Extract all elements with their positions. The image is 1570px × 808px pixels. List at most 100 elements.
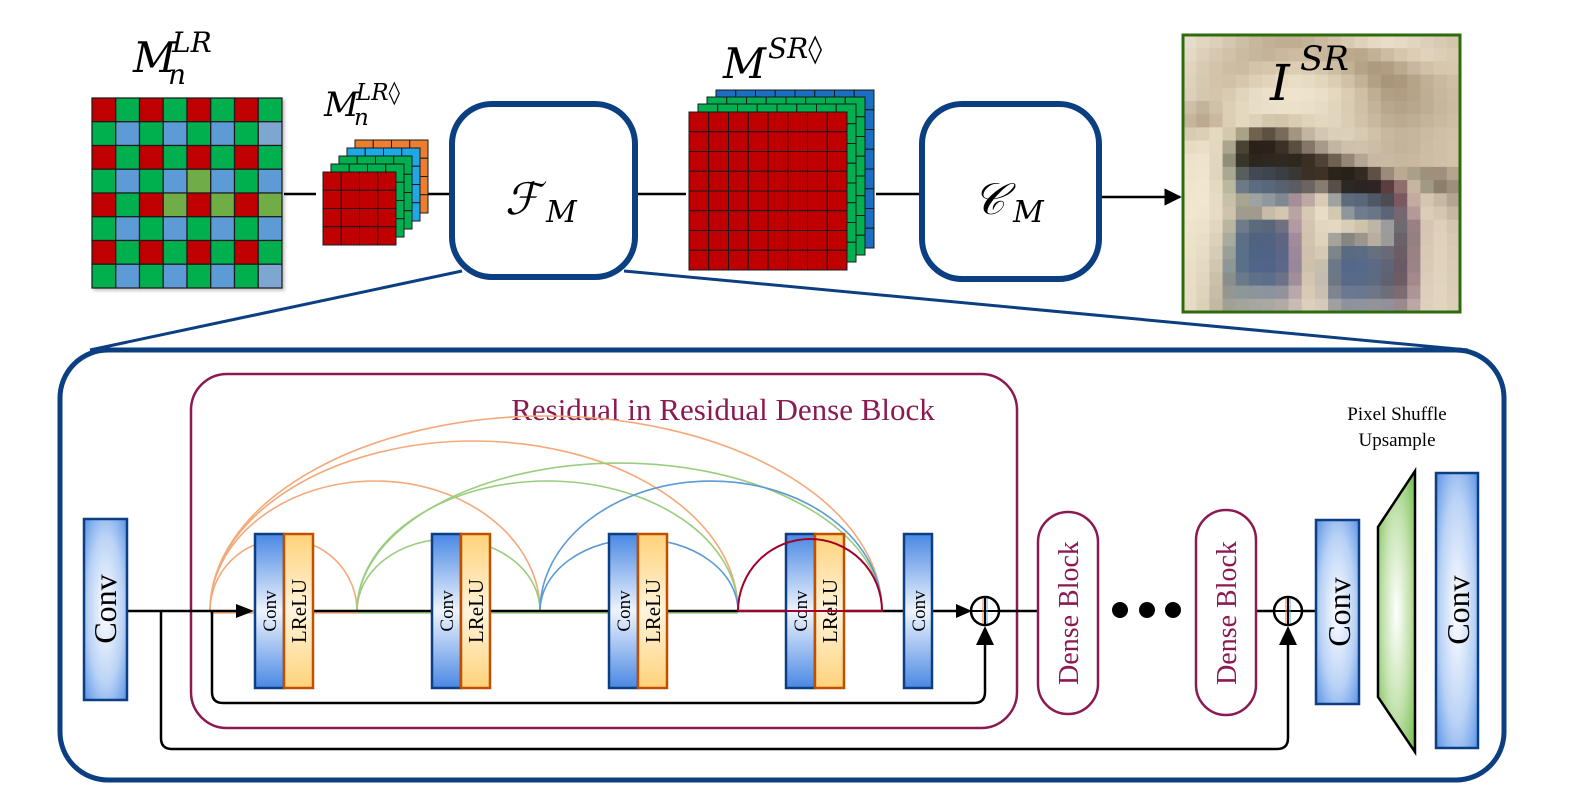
output-pixel	[1275, 166, 1290, 181]
output-pixel	[1301, 193, 1316, 208]
bayer-cell	[162, 216, 188, 242]
dense-block-1[interactable]: Dense Block	[1036, 510, 1100, 716]
output-pixel	[1275, 180, 1290, 194]
label-main: M	[323, 85, 360, 125]
stack-cell	[340, 189, 360, 209]
output-pixel	[1222, 206, 1237, 221]
output-pixel	[1301, 206, 1316, 221]
output-pixel	[1183, 140, 1197, 155]
output-pixel	[1367, 48, 1382, 62]
bayer-cell	[162, 239, 188, 265]
output-pixel	[1183, 87, 1197, 102]
bayer-cell	[257, 216, 283, 242]
ellipsis-dots	[1112, 602, 1181, 618]
output-pixel	[1433, 48, 1448, 62]
color-module-cm[interactable]: 𝒞 M	[919, 101, 1102, 282]
output-pixel	[1222, 219, 1237, 234]
output-label-main: I	[1269, 54, 1291, 112]
output-pixel	[1209, 285, 1224, 300]
output-pixel	[1314, 100, 1329, 115]
dense-layer-3[interactable]: Conv LReLU	[607, 532, 669, 690]
rrdb-last-conv-label: Conv	[909, 590, 930, 632]
output-pixel	[1420, 193, 1435, 208]
bayer-mosaic-grid	[91, 97, 283, 289]
output-pixel	[1262, 74, 1276, 89]
first-conv-block[interactable]: Conv	[82, 517, 129, 702]
stack-cell	[708, 151, 729, 172]
dense-connection-arc	[209, 415, 883, 612]
output-pixel	[1183, 74, 1197, 89]
output-pixel	[1341, 272, 1356, 287]
stack-cell	[728, 170, 749, 192]
dense-layer-2[interactable]: Conv LReLU	[430, 532, 492, 690]
stack-cell	[747, 210, 769, 231]
output-pixel	[1183, 259, 1197, 274]
output-pixel	[1301, 114, 1316, 128]
dense-layer-1[interactable]: Conv LReLU	[253, 532, 315, 690]
output-pixel	[1394, 219, 1408, 234]
output-pixel	[1354, 285, 1369, 300]
stack-cell	[708, 170, 729, 192]
output-pixel	[1380, 246, 1395, 260]
output-pixel	[1433, 74, 1448, 89]
dense-block-2[interactable]: Dense Block	[1194, 508, 1258, 717]
bayer-cell	[210, 121, 236, 147]
stack-cell	[767, 151, 789, 172]
bayer-cell	[115, 97, 141, 123]
output-pixel	[1314, 166, 1329, 181]
output-pixel	[1446, 259, 1461, 274]
output-pixel	[1394, 153, 1408, 168]
output-pixel	[1328, 166, 1342, 181]
bayer-cell	[91, 263, 117, 289]
output-pixel	[1354, 74, 1369, 89]
output-pixel	[1248, 74, 1263, 89]
output-pixel	[1380, 140, 1395, 155]
rrdb-last-conv[interactable]: Conv	[902, 532, 934, 690]
post-conv-block[interactable]: Conv	[1314, 518, 1361, 706]
output-pixel	[1248, 100, 1263, 115]
stack-cell	[826, 249, 848, 271]
output-pixel	[1275, 61, 1290, 76]
sr-mosaic-stack	[688, 89, 875, 271]
output-pixel	[1235, 35, 1250, 49]
bayer-cell	[233, 239, 259, 265]
network-detail-frame	[57, 347, 1507, 783]
bayer-cell	[257, 144, 283, 170]
output-pixel	[1407, 48, 1422, 62]
output-pixel	[1341, 259, 1356, 274]
stack-cell	[807, 131, 828, 152]
stack-cell	[826, 131, 848, 152]
feature-module-fm[interactable]: ℱ M	[449, 101, 638, 280]
output-pixel	[1433, 285, 1448, 300]
output-pixel	[1288, 114, 1303, 128]
final-conv-block[interactable]: Conv	[1434, 471, 1480, 750]
output-pixel	[1394, 74, 1408, 89]
output-pixel	[1262, 193, 1276, 208]
bayer-cell	[162, 192, 188, 218]
output-pixel	[1446, 140, 1461, 155]
bayer-cell	[257, 97, 283, 123]
bayer-cell	[91, 239, 117, 265]
output-pixel	[1341, 61, 1356, 76]
stack-cell	[708, 249, 729, 271]
output-pixel	[1209, 87, 1224, 102]
stack-cell	[826, 111, 848, 133]
pixel-shuffle-upsample-block[interactable]	[1376, 466, 1417, 757]
output-pixel	[1275, 140, 1290, 155]
bayer-cell	[138, 144, 164, 170]
output-pixel	[1288, 127, 1303, 142]
dense-connection-arc	[356, 462, 883, 612]
output-pixel	[1262, 246, 1276, 260]
output-pixel	[1275, 193, 1290, 208]
output-pixel	[1341, 127, 1356, 142]
output-pixel	[1196, 87, 1210, 102]
output-pixel	[1288, 272, 1303, 287]
stack-cell	[807, 230, 828, 251]
output-pixel	[1288, 48, 1303, 62]
output-pixel	[1314, 246, 1329, 260]
bayer-cell	[91, 121, 117, 147]
dense-layer-lrelu-label: LReLU	[287, 579, 311, 643]
output-pixel	[1288, 166, 1303, 181]
output-pixel	[1394, 259, 1408, 274]
output-pixel	[1235, 259, 1250, 274]
